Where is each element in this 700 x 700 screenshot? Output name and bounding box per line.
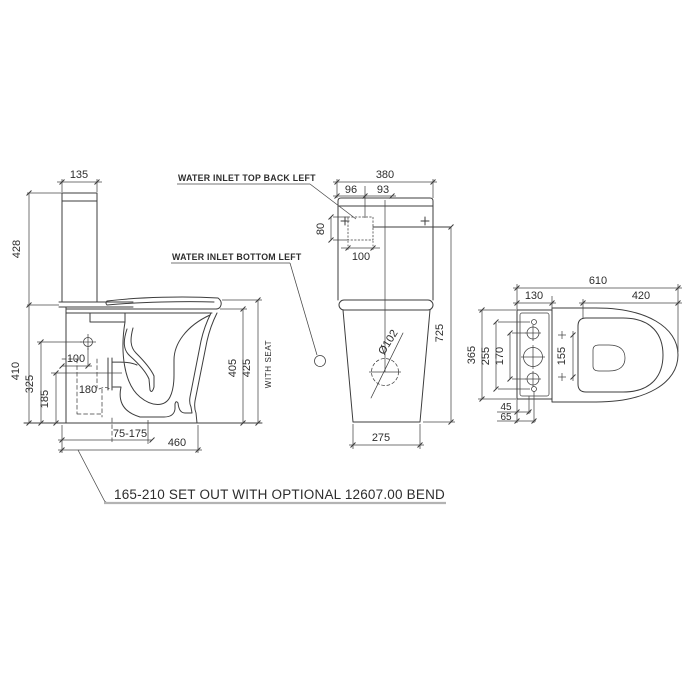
front-view-outline [337,197,452,423]
dim-base-width: 275 [372,432,390,444]
top-lid-inner [592,344,626,372]
front-view-ticks [328,179,454,448]
dim-front-cistern-width: 380 [376,169,394,181]
side-view: 135 428 410 325 185 100 180 75-175 460 4… [10,169,273,453]
dim-outlet-offset: 180 [79,384,97,396]
side-view-dimension-lines [27,179,262,453]
top-cistern-outer [516,309,553,400]
front-seat-band [338,299,434,311]
dim-top-cistern-depth: 130 [525,290,543,302]
leader-water-inlet-bottom [171,262,318,356]
dim-outlet-diameter: Ø102 [376,328,400,357]
front-view: 380 96 93 80 100 725 Ø102 275 WATER INLE… [171,169,455,449]
dim-seat-height: 425 [241,359,253,377]
label-water-inlet-bottom: WATER INLET BOTTOM LEFT [172,252,302,262]
dim-inlet-bottom-offset: 100 [67,353,85,365]
dim-cistern-height: 428 [11,240,23,258]
dim-top-overall-width: 365 [466,346,478,364]
dim-inlet-offset-left: 96 [345,184,357,196]
dim-inlet-offset-centre: 93 [377,184,389,196]
dim-pan-height: 410 [10,362,22,380]
dim-top-seat-depth: 420 [632,290,650,302]
dim-outlet-setout-range: 75-175 [113,428,147,440]
top-view-ticks [479,285,681,424]
dim-inlet-cutout-width: 100 [352,251,370,263]
side-view-outline [23,192,263,424]
dim-top-fixing-span: 255 [480,347,492,365]
dim-top-hinge-span: 155 [556,347,568,365]
dim-inlet-cutout-height: 80 [315,223,327,235]
top-hole-crosshairs [521,325,545,387]
setout-note: 165-210 SET OUT WITH OPTIONAL 12607.00 B… [77,449,446,505]
dim-overall-height: 725 [434,324,446,342]
top-seat-lid [577,317,664,393]
dim-overall-depth: 460 [168,437,186,449]
top-fixing-hole-back [531,319,537,325]
top-cistern-inner [519,312,550,397]
side-inlet-crosshair [80,334,96,350]
dim-inlet-bottom-height: 325 [24,375,36,393]
front-outlet-diagonal [370,332,404,399]
front-inlet-cutout [347,216,374,241]
dim-outlet-centre-height: 185 [39,390,51,408]
dim-top-tap-span: 170 [494,347,506,365]
top-fixing-hole-front [531,386,537,392]
dim-cistern-width: 135 [70,169,88,181]
top-view-dimension-lines [478,284,682,423]
dim-top-offset-a: 45 [500,402,512,413]
front-view-dimension-lines [330,179,455,449]
side-view-hidden-lines [61,358,113,445]
leader-water-inlet-top [177,183,357,220]
dim-top-offset-b: 65 [500,412,512,423]
top-view: 610 130 420 365 255 170 155 45 65 [466,275,682,424]
front-cutout-extensions [347,241,374,250]
note-leader [77,449,111,504]
dim-rim-height: 405 [227,359,239,377]
label-with-seat: WITH SEAT [264,340,273,388]
side-view-ticks [26,179,261,453]
note-text: 165-210 SET OUT WITH OPTIONAL 12607.00 B… [114,487,445,502]
water-inlet-bottom-marker [314,355,326,367]
top-pan-outline [551,307,679,403]
top-hinge-hole-marks [558,331,566,381]
label-water-inlet-top: WATER INLET TOP BACK LEFT [178,173,316,183]
dim-top-overall-depth: 610 [589,275,607,287]
